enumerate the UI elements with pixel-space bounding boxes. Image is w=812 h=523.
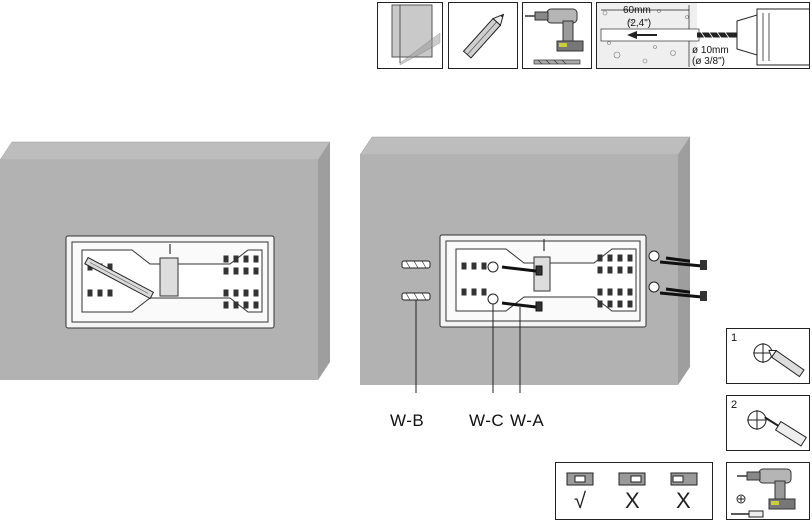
screw-right-upper <box>665 256 690 263</box>
level-bad-mark-2: X <box>676 488 691 513</box>
wall-plug-upper <box>401 260 431 269</box>
step1-panel: 1 <box>726 328 810 384</box>
mark-position-icon <box>753 343 805 378</box>
drill-panel <box>522 2 592 69</box>
washer-upper <box>487 261 499 273</box>
wall-type-panel <box>377 2 443 69</box>
power-drill-icon <box>525 8 584 52</box>
washer-right-upper <box>648 250 660 262</box>
concrete-wall-icon <box>391 4 441 66</box>
drill-diameter-in: (ø 3/8") <box>692 56 725 67</box>
drill-depth-mm: 60mm <box>623 5 651 16</box>
wall-plug-lower <box>401 292 431 301</box>
drill-bit-icon <box>533 59 581 65</box>
callout-w-a: W-A <box>510 411 545 430</box>
spirit-level <box>84 256 155 300</box>
step1-number: 1 <box>731 332 738 344</box>
level-bad-mark-1: X <box>625 488 640 513</box>
bracket-screw-upper <box>501 265 543 276</box>
right-screws-ext <box>660 260 707 301</box>
level-centered-icon <box>566 472 594 486</box>
level-check-panel: √ X X <box>555 462 713 520</box>
pencil-icon <box>462 13 505 59</box>
step2-number: 2 <box>731 399 738 411</box>
callout-w-b: W-B <box>390 411 425 430</box>
wall-bracket-mounted <box>439 234 647 328</box>
bracket-screw-lower <box>501 301 543 312</box>
drill-depth-in: (2,4") <box>627 18 652 29</box>
level-ok-mark: √ <box>574 488 587 513</box>
screw-tool-panel <box>726 462 810 520</box>
wall-with-bracket-screws <box>360 136 690 393</box>
step2-panel: 2 <box>726 395 810 451</box>
callout-w-c: W-C <box>469 411 505 430</box>
pencil-panel <box>448 2 518 69</box>
drill-diameter-mm: ø 10mm <box>692 45 729 56</box>
washer-right-lower <box>648 281 660 293</box>
washer-lower <box>487 293 499 305</box>
wall-with-bracket-left <box>0 141 330 380</box>
level-off-right-icon <box>618 472 646 486</box>
wall-bracket <box>65 235 275 329</box>
drilling-depth-panel: 60mm (2,4") ø 10mm (ø 3/8") <box>596 2 810 69</box>
level-off-left-icon <box>670 472 698 486</box>
drill-at-mark-icon <box>747 410 807 447</box>
drill-hole-diagram <box>597 3 809 68</box>
drill-driver-icon <box>731 468 796 518</box>
screw-right-lower <box>665 287 690 294</box>
spirit-levels <box>566 472 698 486</box>
